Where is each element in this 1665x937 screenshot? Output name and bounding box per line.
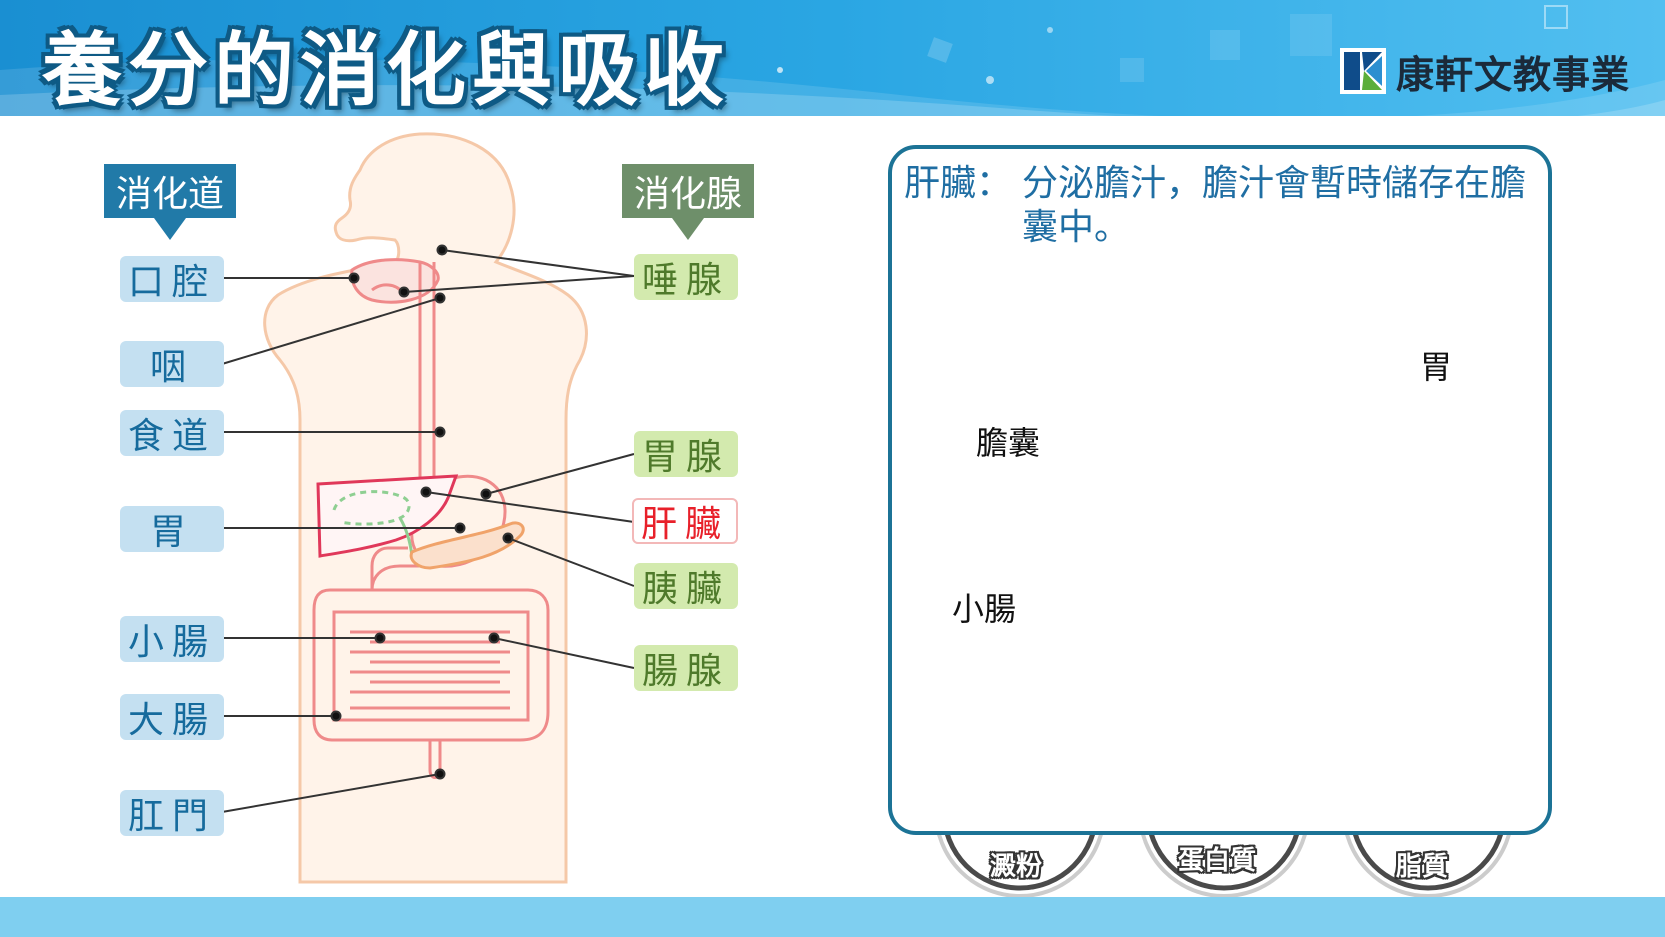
label-esophagus: 食道 <box>120 410 224 457</box>
label-small-intestine: 小腸 <box>120 616 224 663</box>
pancreas-small <box>409 521 525 570</box>
gland-header-pointer <box>672 218 704 240</box>
liver-info-text: 肝臟： 分泌膽汁，膽汁會暫時儲存在膽囊中。 <box>904 162 1544 248</box>
label-liver: 肝臟 <box>632 498 738 545</box>
nutrient-label-protein: 蛋白質 <box>1178 846 1257 876</box>
brand-logo-icon <box>1340 48 1386 94</box>
inset-label-stomach: 胃 <box>1420 348 1453 386</box>
liver-info-panel <box>888 145 1552 835</box>
leader-lines <box>221 244 635 813</box>
label-pancreas: 胰臟 <box>634 563 738 610</box>
digestive-tract-header: 消化道 <box>104 164 236 218</box>
page-title: 養分的消化與吸收 <box>42 24 730 117</box>
inset-label-small-intestine: 小腸 <box>952 590 1017 628</box>
header-banner <box>0 0 1665 116</box>
nutrient-label-lipid: 脂質 <box>1396 852 1449 882</box>
label-anus: 肛門 <box>120 790 224 837</box>
liver-term: 肝臟： <box>904 163 1013 204</box>
label-stomach: 胃 <box>120 506 224 553</box>
label-large-intestine: 大腸 <box>120 694 224 741</box>
liver-description: 分泌膽汁，膽汁會暫時儲存在膽囊中。 <box>1022 163 1527 248</box>
label-pharynx: 咽 <box>120 341 224 388</box>
tract-header-pointer <box>154 218 186 240</box>
label-gastric-gland: 胃腺 <box>634 431 738 478</box>
inset-label-gallbladder: 膽囊 <box>976 424 1041 462</box>
digestive-gland-header: 消化腺 <box>622 164 754 218</box>
label-intestinal-gland: 腸腺 <box>634 645 738 692</box>
brand-name: 康軒文教事業 <box>1396 52 1631 97</box>
nutrient-label-starch: 澱粉 <box>990 852 1043 882</box>
label-mouth: 口腔 <box>120 256 224 303</box>
brand: 康軒文教事業 <box>1340 46 1631 97</box>
footer-bar <box>0 897 1665 937</box>
label-salivary-gland: 唾腺 <box>634 254 738 301</box>
